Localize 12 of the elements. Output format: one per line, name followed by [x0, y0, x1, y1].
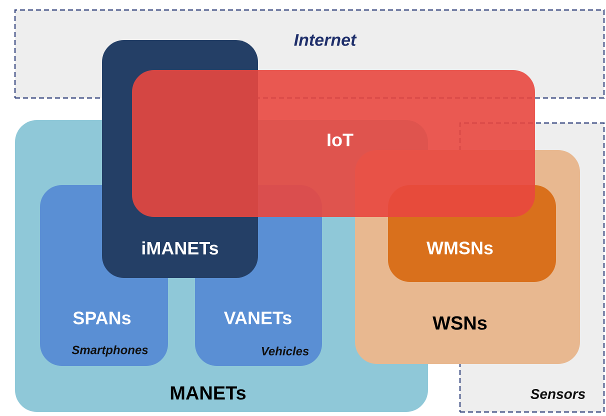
box-label: WSNs — [432, 316, 487, 330]
iot-box — [132, 70, 535, 217]
box-label: VANETs — [224, 312, 292, 324]
region-label: Internet — [294, 34, 357, 46]
box-label: IoT — [328, 134, 354, 146]
box-label: WMSNs — [426, 242, 493, 254]
caption-text: Vehicles — [262, 346, 309, 356]
box-label: SPANs — [73, 312, 131, 324]
caption-text: Smartphones — [72, 345, 148, 357]
box-label: iMANETs — [142, 241, 218, 255]
region-label: Sensors — [530, 389, 586, 399]
box-label: MANETs — [170, 386, 246, 400]
